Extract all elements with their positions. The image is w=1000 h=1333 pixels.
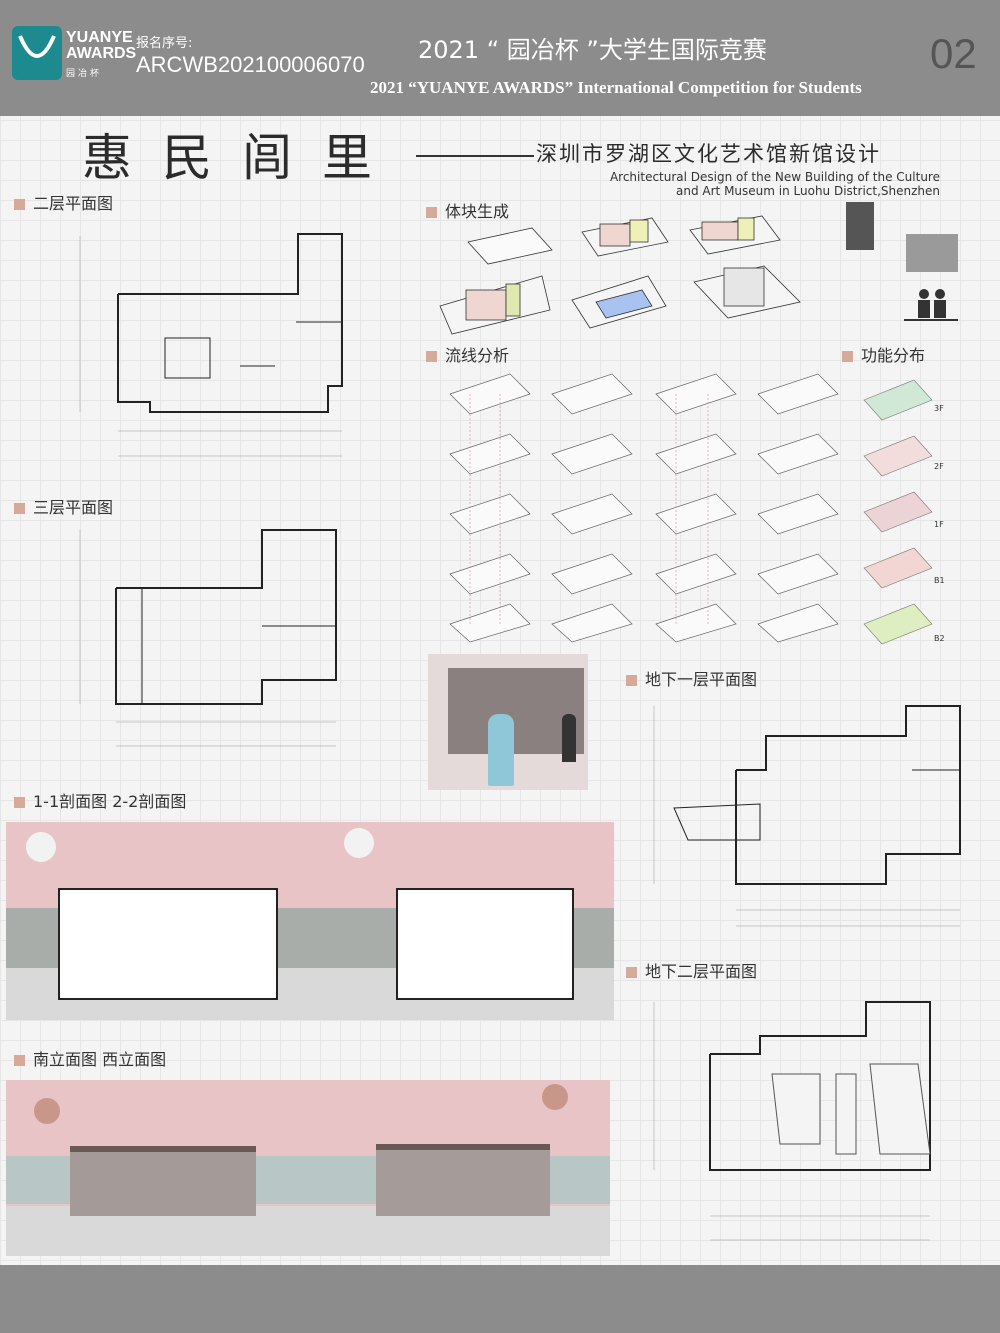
visitor-figure-2 (562, 714, 576, 762)
basement1-plan (653, 705, 961, 927)
bullet-icon (14, 797, 25, 808)
section-second-floor: 二层平面图 (14, 190, 113, 214)
registration-number: ARCWB202100006070 (136, 52, 365, 77)
people-bench-icon (904, 289, 958, 321)
sculpture-photo (846, 202, 874, 250)
photo-wall (448, 668, 584, 754)
bullet-icon (842, 351, 853, 362)
page-number: 02 (930, 30, 977, 77)
sun-icon (26, 832, 56, 862)
section-massing: 体块生成 (426, 198, 509, 222)
bullet-icon (426, 351, 437, 362)
bullet-icon (626, 675, 637, 686)
competition-title-en: 2021 “YUANYE AWARDS” International Compe… (370, 78, 862, 97)
footer-bar (0, 1265, 1000, 1333)
sun-icon (344, 828, 374, 858)
function-floor-2f: 2F (934, 462, 944, 471)
section-sections: 1-1剖面图 2-2剖面图 (14, 788, 186, 812)
section-function: 功能分布 (842, 342, 925, 366)
south-elevation (70, 1146, 256, 1216)
title-en-line1: Architectural Design of the New Building… (609, 170, 940, 184)
section-circulation: 流线分析 (426, 342, 509, 366)
circulation-diagrams (449, 373, 839, 643)
west-elevation (376, 1144, 550, 1216)
bullet-icon (14, 1055, 25, 1066)
competition-title-cn: 2021 “ 园冶杯 ”大学生国际竞赛 (418, 36, 767, 64)
project-title-en: Architectural Design of the New Building… (560, 170, 940, 198)
function-floor-1f: 1F (934, 520, 944, 529)
massing-diagrams (439, 215, 801, 335)
section-third-floor: 三层平面图 (14, 494, 113, 518)
second-floor-plan (79, 233, 343, 457)
section-1-1-building (58, 888, 278, 1000)
sections-drawing (6, 822, 614, 1020)
section-elevations: 南立面图 西立面图 (14, 1046, 166, 1070)
visitor-figure (488, 714, 514, 786)
registration-label: 报名序号: (136, 36, 193, 51)
function-floor-b1: B1 (934, 576, 945, 585)
yuanye-logo-icon (12, 26, 62, 80)
project-title: 惠民闾里 (82, 129, 402, 187)
sun-icon (34, 1098, 60, 1124)
title-divider (416, 155, 534, 157)
logo-text: YUANYE AWARDS (66, 30, 136, 62)
title-en-line2: and Art Museum in Luohu District,Shenzhe… (676, 184, 940, 198)
elevations-drawing (6, 1080, 610, 1256)
bullet-icon (14, 503, 25, 514)
bullet-icon (626, 967, 637, 978)
section-basement2: 地下二层平面图 (626, 958, 757, 982)
sun-icon (542, 1084, 568, 1110)
gallery-render (428, 654, 588, 790)
basement2-plan (653, 1001, 931, 1241)
function-floor-b2: B2 (934, 634, 945, 643)
function-floor-3f: 3F (934, 404, 944, 413)
section-basement1: 地下一层平面图 (626, 666, 757, 690)
function-diagrams (863, 379, 933, 645)
sculpture-photo-2 (906, 234, 958, 272)
third-floor-plan (79, 529, 337, 747)
header-bar (0, 0, 1000, 116)
bullet-icon (426, 207, 437, 218)
logo-cn: 园冶杯 (66, 69, 103, 79)
section-2-2-building (396, 888, 574, 1000)
logo-line1: YUANYE (66, 29, 133, 46)
logo-line2: AWARDS (66, 45, 137, 62)
project-subtitle: 深圳市罗湖区文化艺术馆新馆设计 (536, 142, 881, 166)
bullet-icon (14, 199, 25, 210)
